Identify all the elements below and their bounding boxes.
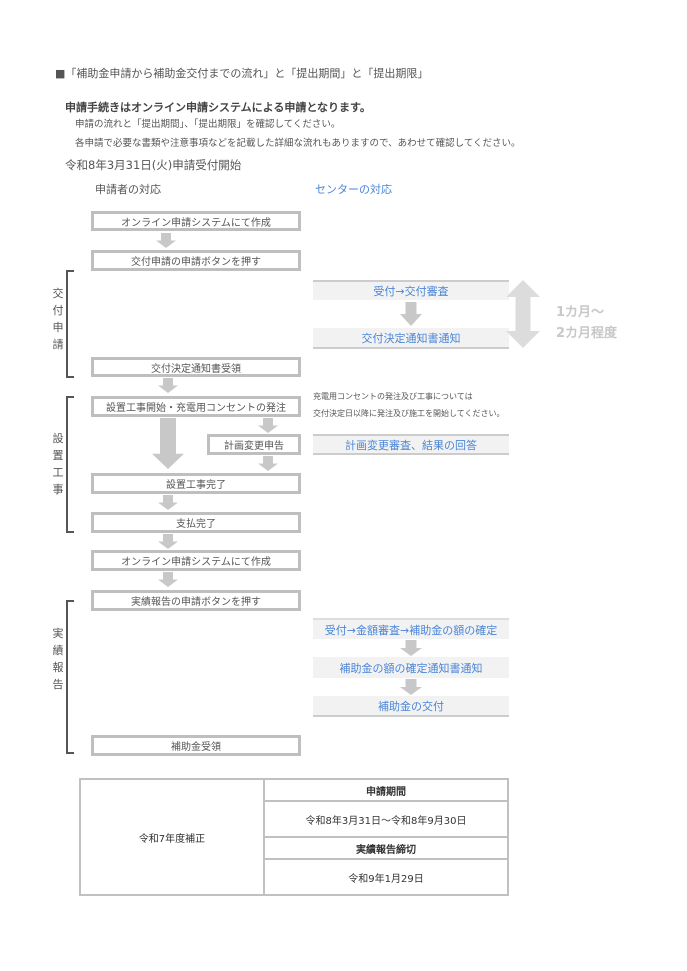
phase-bracket bbox=[66, 270, 74, 378]
section-title: ■「補助金申請から補助金交付までの流れ」と「提出期間」と「提出期限」 bbox=[55, 67, 429, 80]
arrow-down-icon bbox=[400, 679, 422, 695]
step-press-report-button: 実績報告の申請ボタンを押す bbox=[91, 590, 301, 611]
arrow-down-icon bbox=[158, 495, 178, 510]
center-subsidy-payment: 補助金の交付 bbox=[313, 696, 509, 717]
arrow-down-icon bbox=[158, 534, 178, 549]
deadline-value: 令和9年1月29日 bbox=[263, 858, 509, 896]
step-create-online-2: オンライン申請システムにて作成 bbox=[91, 550, 301, 571]
step-payment-complete: 支払完了 bbox=[91, 512, 301, 533]
step-press-kofu-button: 交付申請の申請ボタンを押す bbox=[91, 250, 301, 271]
center-amount-review: 受付→金額審査→補助金の額の確定 bbox=[313, 618, 509, 639]
center-amount-notice: 補助金の額の確定通知書通知 bbox=[313, 657, 509, 678]
phase-label-kofu: 交付申請 bbox=[52, 287, 64, 351]
arrow-down-icon bbox=[158, 378, 178, 393]
center-plan-change-review: 計画変更審査、結果の回答 bbox=[313, 434, 509, 455]
period-label: 申請期間 bbox=[263, 778, 509, 802]
arrow-down-icon bbox=[400, 640, 422, 656]
step-construction-complete: 設置工事完了 bbox=[91, 473, 301, 494]
applicant-header: 申請者の対応 bbox=[95, 183, 161, 196]
note-1: 申請の流れと「提出期間」、「提出期限」を確認してください。 bbox=[75, 119, 341, 130]
period-value: 令和8年3月31日～令和8年9月30日 bbox=[263, 800, 509, 838]
outlet-note-1: 充電用コンセントの発注及び工事については bbox=[313, 392, 473, 401]
step-create-online: オンライン申請システムにて作成 bbox=[91, 211, 301, 231]
lead-text: 申請手続きはオンライン申請システムによる申請となります。 bbox=[65, 101, 371, 114]
arrow-down-icon bbox=[158, 572, 178, 587]
phase-bracket bbox=[66, 396, 74, 533]
deadline-label: 実績報告締切 bbox=[263, 836, 509, 860]
duration-line-2: 2カ月程度 bbox=[556, 326, 618, 341]
start-date: 令和8年3月31日(火)申請受付開始 bbox=[65, 158, 242, 172]
center-review: 受付→交付審査 bbox=[313, 280, 509, 300]
arrow-down-icon bbox=[152, 418, 184, 469]
arrow-down-icon bbox=[400, 302, 422, 326]
step-start-construction: 設置工事開始・充電用コンセントの発注 bbox=[91, 396, 301, 417]
duration-line-1: 1カ月～ bbox=[556, 305, 605, 320]
double-arrow-icon bbox=[506, 280, 540, 348]
center-decision-notice: 交付決定通知書通知 bbox=[313, 328, 509, 349]
note-2: 各申請で必要な書類や注意事項などを記載した詳細な流れもありますので、あわせて確認… bbox=[75, 138, 521, 149]
step-plan-change: 計画変更申告 bbox=[207, 434, 301, 455]
arrow-down-icon bbox=[258, 418, 278, 433]
center-header: センターの対応 bbox=[315, 183, 392, 196]
arrow-down-icon bbox=[156, 233, 176, 248]
period-table: 令和7年度補正 申請期間 令和8年3月31日～令和8年9月30日 実績報告締切 … bbox=[79, 778, 509, 896]
arrow-down-icon bbox=[258, 456, 278, 471]
step-receive-decision: 交付決定通知書受領 bbox=[91, 357, 301, 377]
step-receive-subsidy: 補助金受領 bbox=[91, 735, 301, 756]
outlet-note-2: 交付決定日以降に発注及び施工を開始してください。 bbox=[313, 409, 505, 418]
phase-bracket bbox=[66, 600, 74, 754]
category-cell: 令和7年度補正 bbox=[79, 778, 265, 896]
phase-label-setchi: 設置工事 bbox=[52, 432, 64, 496]
phase-label-jisseki: 実績報告 bbox=[52, 627, 64, 691]
